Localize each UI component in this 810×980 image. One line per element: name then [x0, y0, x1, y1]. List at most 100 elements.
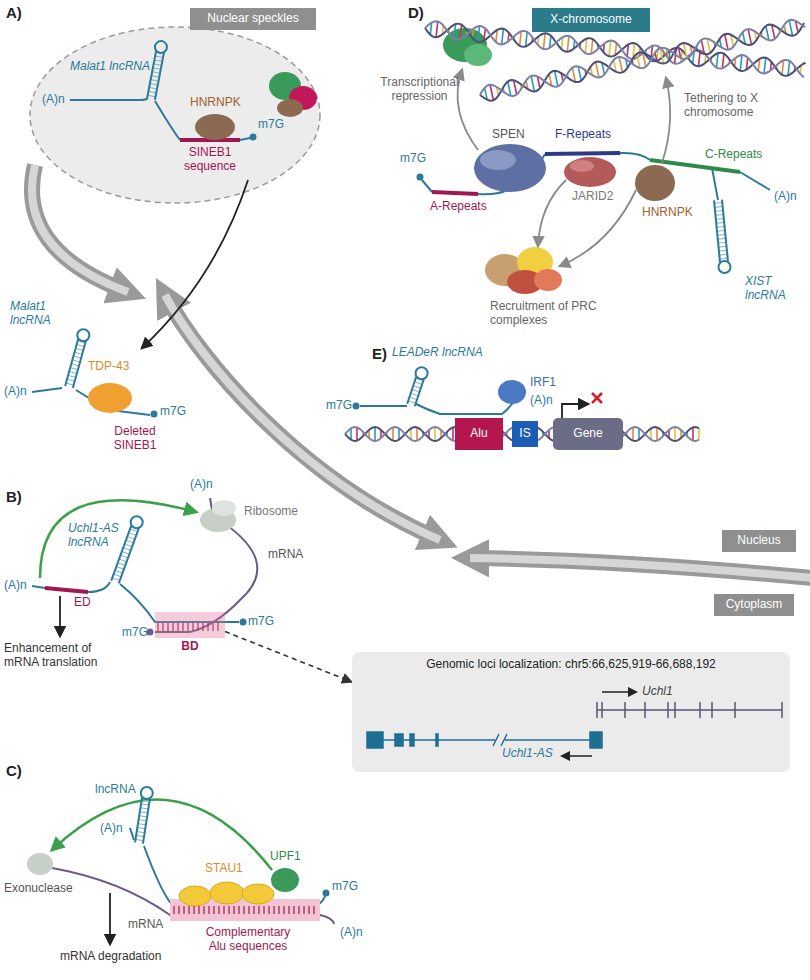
- label-box: Gene: [553, 418, 623, 450]
- rna-stem-loop: [139, 820, 147, 821]
- rna-stem-loop: [138, 824, 146, 825]
- rna-cap: [151, 411, 158, 418]
- base-pairing: [228, 906, 229, 914]
- rna-strand: [144, 846, 325, 905]
- rna-stem-loop: [153, 68, 161, 70]
- rna-stem-loop: [123, 548, 131, 551]
- base-pairing: [198, 906, 199, 914]
- rna-stem-loop: [72, 360, 80, 362]
- label-box: Cytoplasm: [714, 594, 794, 616]
- rna-stem-loop: [154, 60, 162, 62]
- rna-stem-loop: [155, 41, 167, 53]
- annotation-label: A-Repeats: [430, 200, 487, 214]
- rna-stem-loop: [118, 563, 126, 566]
- node-text: X-chromosome: [550, 13, 631, 27]
- gene-track: [436, 734, 438, 746]
- dna-helix: [398, 428, 400, 439]
- dna-helix: [555, 71, 558, 86]
- node-text: Nucleus: [737, 534, 780, 548]
- node-text: Nuclear speckles: [207, 12, 298, 26]
- gene-track: [410, 734, 414, 746]
- rna-stem-loop: [120, 555, 128, 558]
- protein: [195, 114, 235, 140]
- rna-stem-loop: [714, 200, 720, 262]
- rna-strand: [416, 398, 516, 414]
- dna-helix: [416, 427, 418, 440]
- rna-stem-loop: [76, 348, 84, 350]
- annotation-label: Tethering to X chromosome: [684, 92, 774, 120]
- annotation-label: m7G: [332, 880, 358, 894]
- process-arrow: [52, 800, 272, 870]
- base-pairing: [158, 623, 314, 914]
- rna-strand: [360, 405, 407, 407]
- rna-stem-loop: [69, 371, 77, 373]
- rna-stem-loop: [718, 261, 730, 273]
- gene-track: [493, 734, 507, 746]
- rna-stem-loop: [137, 832, 145, 833]
- repression-cross: [592, 393, 602, 403]
- base-pairing: [253, 906, 254, 914]
- base-pairing: [248, 906, 249, 914]
- base-pairing: [188, 906, 189, 914]
- annotation-label: Uchl1-AS lncRNA: [68, 522, 120, 550]
- dna-helix: [526, 32, 528, 46]
- rna-cap: [240, 619, 247, 626]
- base-pairing: [283, 906, 284, 914]
- dna-helix: [585, 39, 587, 53]
- repeat-segment: [432, 192, 478, 194]
- base-pairing: [313, 906, 314, 914]
- annotation-label: SINEB1 sequence: [180, 146, 240, 174]
- base-pairing: [218, 906, 219, 914]
- process-arrow: [662, 78, 670, 163]
- panel-letter: B): [6, 488, 22, 505]
- annotation-label: STAU1: [205, 862, 243, 876]
- annotation-label: SPEN: [492, 128, 525, 142]
- rna-stem-loop: [717, 226, 725, 228]
- rna-cap: [323, 890, 330, 897]
- rna-stem-loop: [115, 570, 123, 573]
- base-pairing: [243, 906, 244, 914]
- base-pairing: [298, 906, 299, 914]
- transport-arrow: [470, 558, 810, 578]
- annotation-label: ED: [74, 596, 91, 610]
- dna-helix: [345, 20, 805, 441]
- annotation-label: F-Repeats: [555, 128, 611, 142]
- node-text: Cytoplasm: [726, 598, 783, 612]
- rna-stem-loop: [719, 250, 727, 252]
- rna-cap: [250, 134, 257, 141]
- dna-helix: [508, 82, 511, 96]
- base-pairing: [208, 906, 209, 914]
- dna-helix: [764, 58, 766, 74]
- annotation-label: UPF1: [270, 850, 301, 864]
- label-box: Nuclear speckles: [190, 8, 316, 30]
- rna-stem-loop: [150, 84, 158, 86]
- dna-helix: [740, 55, 742, 71]
- rna-stem-loop: [151, 76, 159, 78]
- rna-stem-loop: [125, 544, 133, 547]
- rna-stem-loop: [68, 375, 76, 377]
- panel-letter: D): [408, 4, 424, 21]
- dna-helix: [772, 25, 775, 39]
- rna-strand: [32, 388, 62, 392]
- annotation-label: C-Repeats: [705, 148, 762, 162]
- annotation-label: (A)n: [42, 93, 65, 107]
- node-text: BD: [181, 640, 198, 654]
- base-pairing: [263, 906, 264, 914]
- rna-stem-loop: [126, 540, 134, 543]
- rna-stem-loop: [114, 574, 122, 577]
- protein: [88, 383, 132, 413]
- annotation-label: Uchl1-AS: [502, 747, 553, 761]
- protein: [635, 165, 675, 201]
- process-arrow: [109, 893, 111, 944]
- dna-helix: [345, 427, 699, 441]
- base-pairing: [303, 906, 304, 914]
- transport-arrow: [32, 165, 810, 578]
- rna-stem-loop: [716, 218, 724, 220]
- protein: [464, 44, 492, 66]
- dna-helix: [725, 34, 728, 49]
- protein: [27, 28, 675, 906]
- label-box: Nucleus: [722, 530, 796, 552]
- dna-helix: [716, 53, 718, 67]
- mrna-strand: [52, 498, 334, 924]
- rna-stem-loop: [116, 567, 124, 570]
